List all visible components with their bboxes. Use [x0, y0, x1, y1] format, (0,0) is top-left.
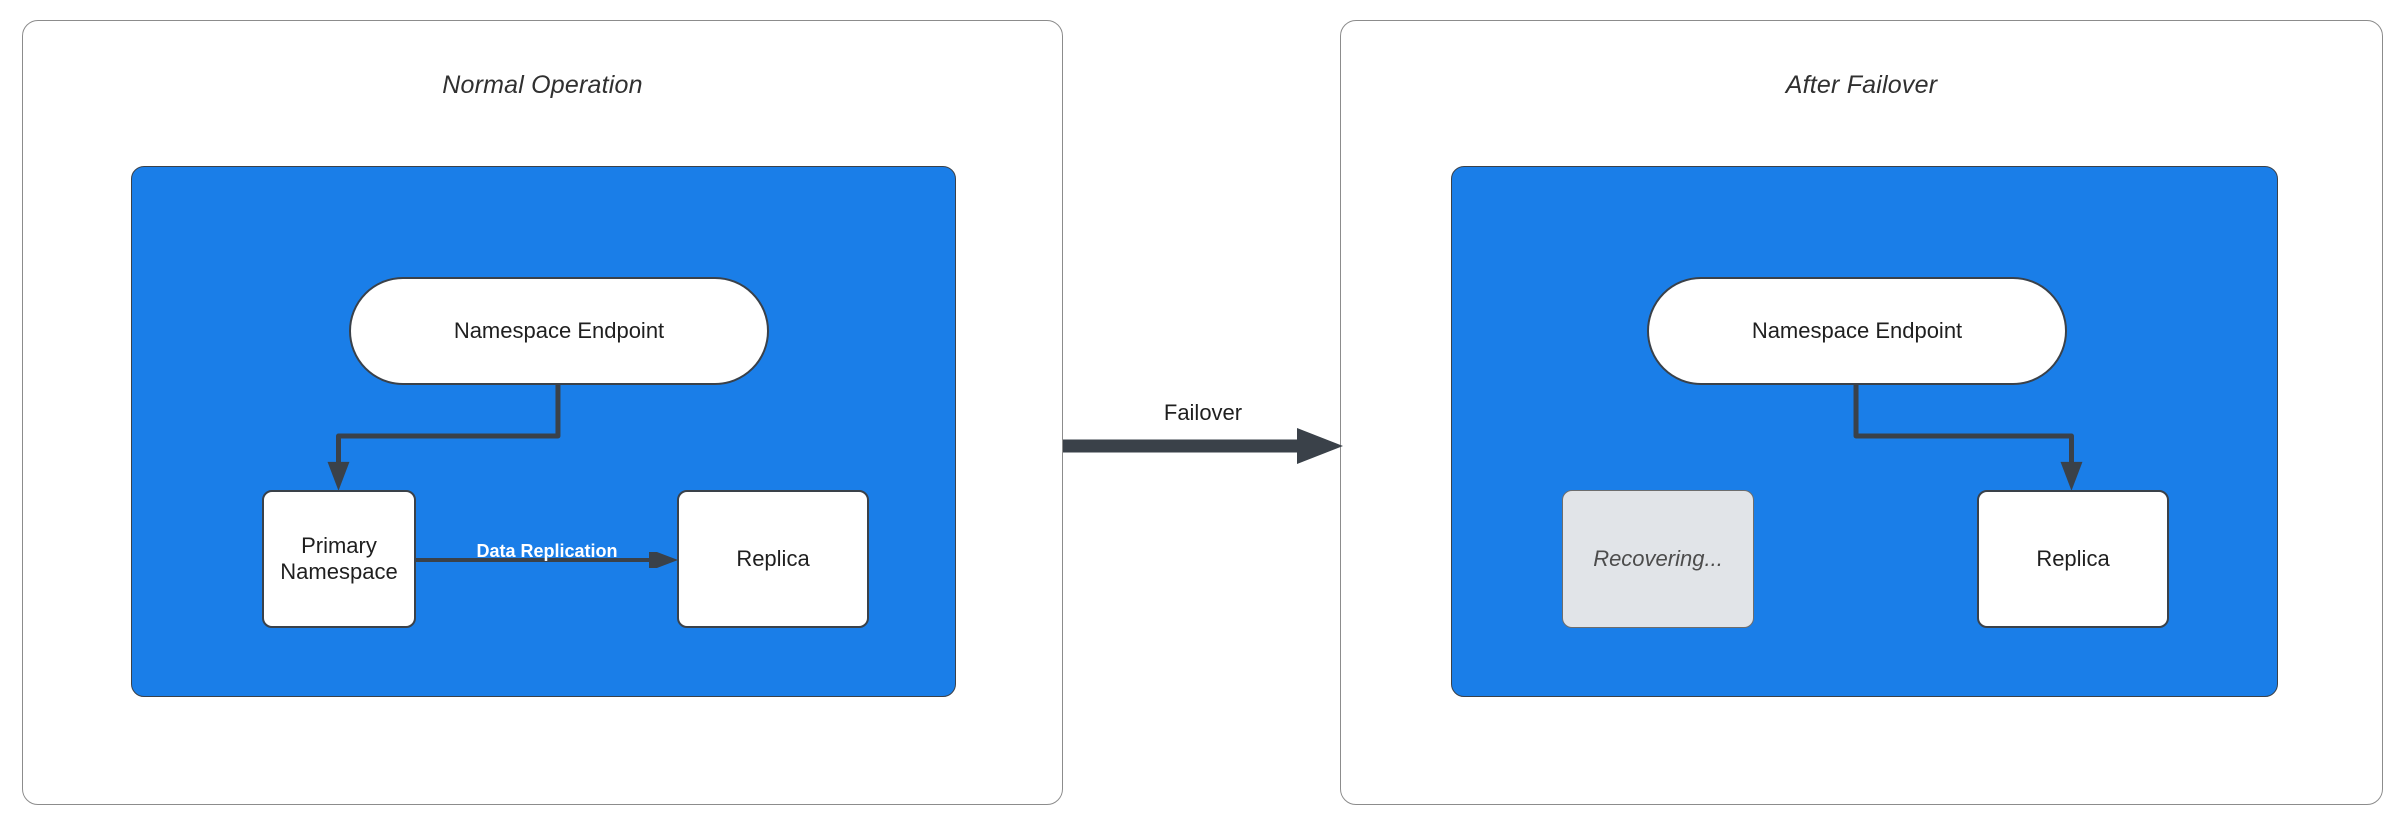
panel-title-normal-operation: Normal Operation	[442, 71, 643, 99]
panel-normal-operation: Normal Operation Data Replication Namesp…	[22, 20, 1063, 805]
failover-label: Failover	[1163, 400, 1243, 425]
cluster-box-right: Namespace Endpoint Recovering... Replica	[1451, 166, 2278, 697]
node-namespace-endpoint-right[interactable]: Namespace Endpoint	[1647, 277, 2067, 385]
failover-transition: Failover	[1063, 400, 1343, 480]
node-primary-namespace[interactable]: Primary Namespace	[262, 490, 416, 628]
node-recovering[interactable]: Recovering...	[1562, 490, 1754, 628]
node-replica-left[interactable]: Replica	[677, 490, 869, 628]
cluster-box-left: Data Replication Namespace Endpoint Prim…	[131, 166, 956, 697]
primary-line-1: Primary	[301, 532, 377, 558]
node-namespace-endpoint-left[interactable]: Namespace Endpoint	[349, 277, 769, 385]
panel-after-failover: After Failover Namespace Endpoint Recove…	[1340, 20, 2383, 805]
failover-arrow-icon	[1063, 428, 1343, 464]
node-primary-namespace-label: Primary Namespace	[280, 533, 397, 586]
edge-label-data-replication: Data Replication	[476, 541, 618, 561]
connector-primary-to-replica	[416, 552, 678, 568]
primary-line-2: Namespace	[280, 559, 398, 584]
panel-title-after-failover: After Failover	[1785, 71, 1938, 99]
node-replica-right[interactable]: Replica	[1977, 490, 2169, 628]
